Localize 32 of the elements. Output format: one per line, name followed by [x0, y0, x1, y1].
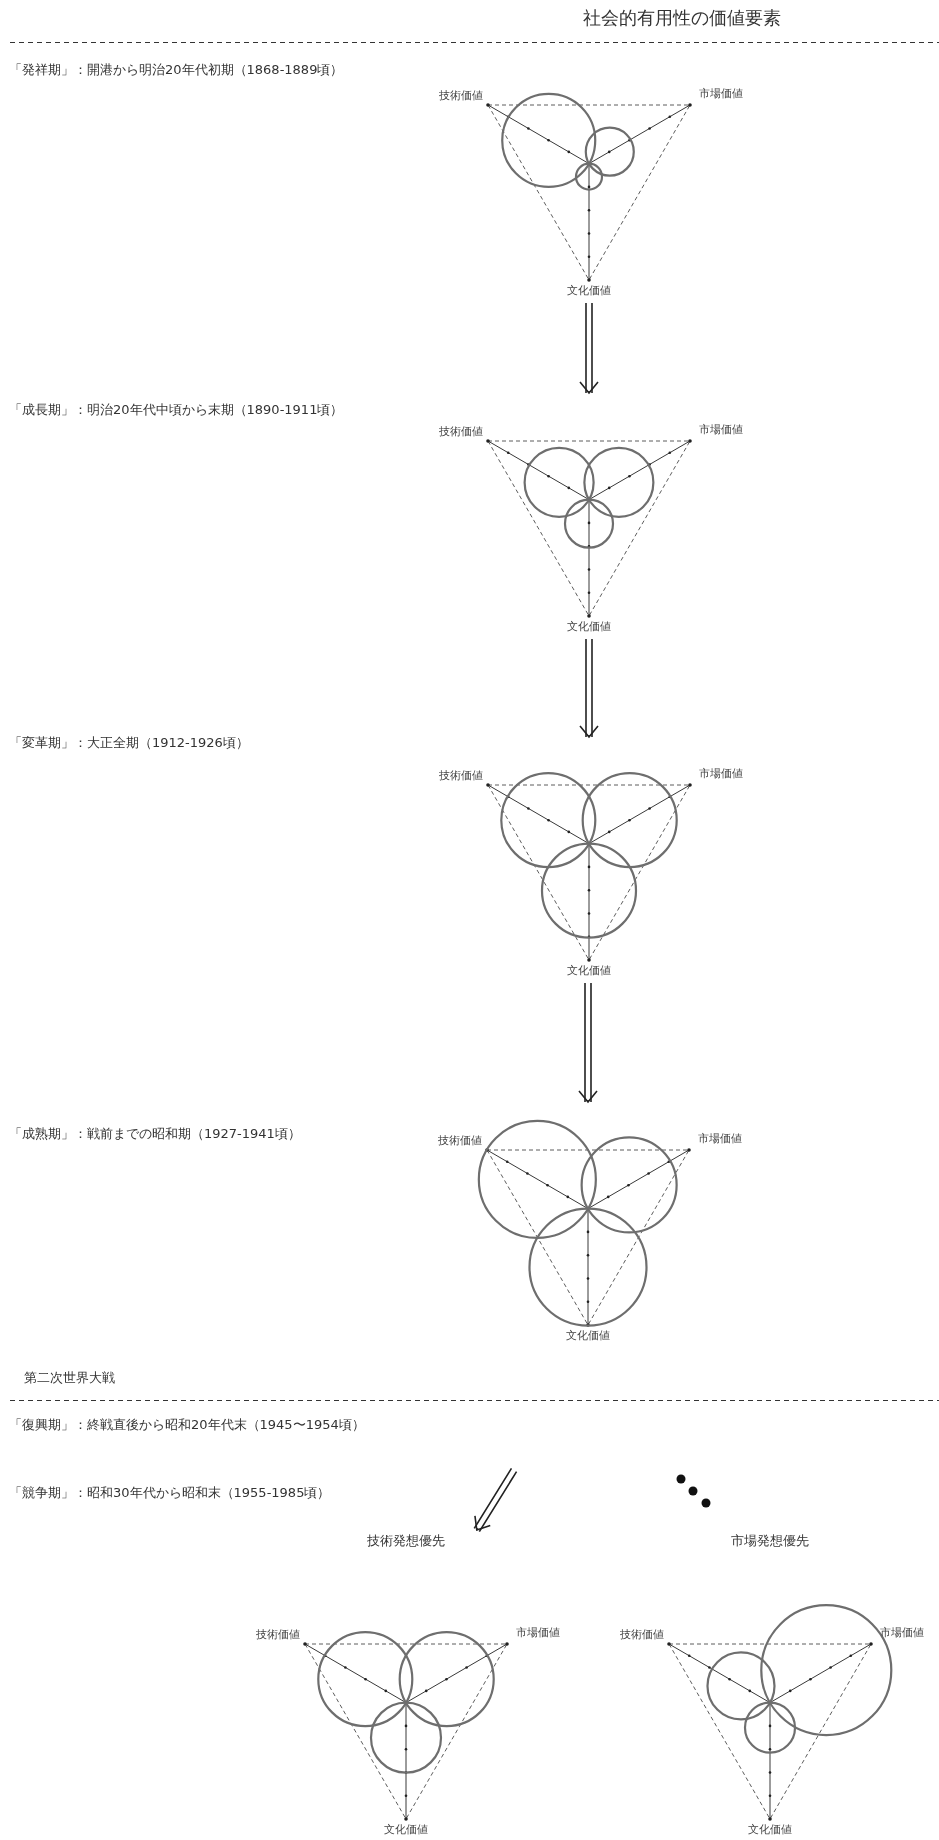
axis-label: 市場価値 — [516, 1626, 560, 1639]
axis-label: 技術価値 — [620, 1628, 664, 1641]
axis-label: 文化価値 — [566, 1329, 610, 1342]
double-arrow — [473, 1467, 518, 1533]
axis-label: 市場価値 — [699, 423, 743, 436]
axis-label: 技術価値 — [439, 89, 483, 102]
axis-label: 技術価値 — [256, 1628, 300, 1641]
double-arrow — [579, 302, 599, 394]
axis-label: 文化価値 — [567, 620, 611, 633]
axis-label: 市場価値 — [699, 87, 743, 100]
axis-label: 市場価値 — [698, 1132, 742, 1145]
axis-label: 市場価値 — [880, 1626, 924, 1639]
title: 社会的有用性の価値要素 — [582, 6, 782, 30]
axis-label: 技術価値 — [439, 425, 483, 438]
axis-label: 文化価値 — [567, 964, 611, 977]
period-label: 「競争期」：昭和30年代から昭和末（1955-1985頃） — [9, 1485, 331, 1501]
axis-label: 文化価値 — [384, 1823, 428, 1836]
period-label: 第二次世界大戦 — [24, 1370, 115, 1386]
period-label: 「発祥期」：開港から明治20年代初期（1868-1889頃） — [9, 62, 344, 78]
axis-label: 市場価値 — [699, 767, 743, 780]
period-label: 「変革期」：大正全期（1912-1926頃） — [9, 735, 249, 751]
axis-label: 技術価値 — [439, 769, 483, 782]
axis-label: 技術価値 — [438, 1134, 482, 1147]
period-label: 「成長期」：明治20年代中頃から末期（1890-1911頃） — [9, 402, 344, 418]
axis-label: 文化価値 — [567, 284, 611, 297]
double-arrow — [579, 638, 599, 738]
period-label: 「復興期」：終戦直後から昭和20年代末（1945〜1954頃） — [9, 1417, 365, 1433]
double-arrow — [578, 982, 598, 1103]
chart-heading: 市場発想優先 — [731, 1533, 809, 1549]
axis-label: 文化価値 — [748, 1823, 792, 1836]
chart-heading: 技術発想優先 — [367, 1533, 445, 1549]
period-label: 「成熟期」：戦前までの昭和期（1927-1941頃） — [9, 1126, 301, 1142]
